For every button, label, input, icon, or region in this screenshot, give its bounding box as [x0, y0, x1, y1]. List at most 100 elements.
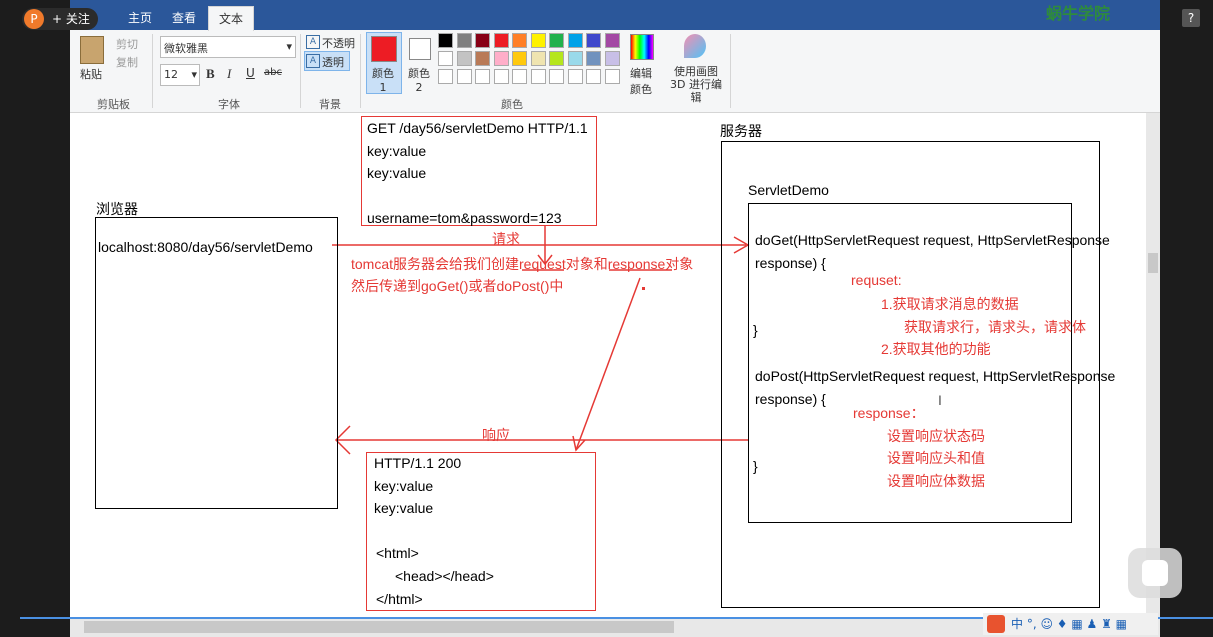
- tomcat-note-line1: tomcat服务器会给我们创建request对象和response对象: [351, 256, 694, 272]
- palette-swatch[interactable]: [456, 51, 472, 66]
- browser-label: 浏览器: [96, 201, 138, 217]
- transparent-option-highlight[interactable]: [304, 51, 350, 71]
- edit-colors-button[interactable]: 编辑颜色: [630, 67, 652, 96]
- palette-swatch[interactable]: [604, 69, 620, 84]
- brace-close: }: [753, 322, 758, 338]
- palette-swatch[interactable]: [493, 51, 509, 66]
- response-title: response：: [853, 405, 925, 421]
- font-family-select[interactable]: 微软雅黑 ▾: [160, 36, 296, 58]
- servlet-box: [748, 203, 1072, 523]
- cut-button[interactable]: 剪切: [116, 38, 138, 51]
- palette-swatch[interactable]: [493, 33, 509, 48]
- clipboard-group-label: 剪贴板: [97, 98, 130, 111]
- response-status-line: HTTP/1.1 200: [374, 455, 462, 471]
- divider: [152, 34, 153, 108]
- palette-swatch[interactable]: [530, 51, 546, 66]
- browser-url: localhost:8080/day56/servletDemo: [98, 239, 313, 255]
- video-progress-bar[interactable]: [20, 617, 1213, 619]
- server-box: [721, 141, 1100, 608]
- request-header: key:value: [367, 143, 427, 159]
- response-arrow-label: 响应: [482, 427, 510, 443]
- response-arrowhead: [334, 425, 351, 455]
- response-body-line: </html>: [376, 591, 423, 607]
- palette-swatch[interactable]: [438, 33, 453, 48]
- sogou-icon[interactable]: [987, 615, 1005, 633]
- transparent-icon: A: [306, 54, 320, 68]
- response-header: key:value: [374, 478, 434, 494]
- palette-swatch[interactable]: [567, 33, 583, 48]
- palette-swatch[interactable]: [438, 51, 453, 66]
- color2-swatch[interactable]: [409, 38, 431, 60]
- palette-swatch[interactable]: [530, 33, 546, 48]
- doget-signature-1: doGet(HttpServletRequest request, HttpSe…: [755, 232, 1110, 248]
- http-response-box: [366, 452, 596, 611]
- paste-button[interactable]: 粘贴: [80, 68, 102, 81]
- palette-swatch[interactable]: [567, 69, 583, 84]
- paint3d-icon[interactable]: [684, 34, 706, 58]
- right-dark-frame: [1160, 0, 1213, 637]
- color2-label: 颜色 2: [408, 67, 430, 94]
- scrollbar-thumb[interactable]: [1148, 253, 1158, 273]
- doget-signature-2: response) {: [755, 255, 826, 271]
- tab-home[interactable]: 主页: [128, 11, 153, 25]
- divider: [300, 34, 301, 108]
- horizontal-scrollbar[interactable]: [70, 617, 1160, 637]
- opaque-option[interactable]: 不透明: [322, 37, 355, 50]
- request-title: requset:: [851, 272, 902, 288]
- edit-colors-icon[interactable]: [630, 34, 654, 60]
- chevron-down-icon: ▾: [191, 68, 197, 81]
- copy-button[interactable]: 复制: [116, 56, 138, 69]
- palette-swatch[interactable]: [438, 69, 453, 84]
- response-header: key:value: [374, 500, 434, 516]
- palette-swatch[interactable]: [493, 69, 509, 84]
- help-icon[interactable]: ?: [1182, 9, 1200, 27]
- transparent-option[interactable]: 透明: [322, 56, 344, 69]
- font-size-select[interactable]: 12 ▾: [160, 64, 200, 86]
- tab-view[interactable]: 查看: [172, 11, 197, 25]
- palette-swatch[interactable]: [512, 69, 527, 84]
- strikethrough-button[interactable]: abc: [264, 67, 282, 78]
- palette-swatch[interactable]: [456, 33, 472, 48]
- palette-swatch[interactable]: [549, 69, 564, 84]
- palette-swatch[interactable]: [475, 51, 490, 66]
- palette-swatch[interactable]: [512, 33, 527, 48]
- palette-swatch[interactable]: [604, 33, 620, 48]
- paste-icon[interactable]: [80, 36, 104, 64]
- background-group-label: 背景: [319, 98, 341, 111]
- scrollbar-thumb[interactable]: [84, 621, 674, 633]
- response-item: 设置响应状态码: [887, 428, 985, 444]
- palette-swatch[interactable]: [475, 33, 490, 48]
- italic-button[interactable]: I: [227, 66, 232, 81]
- bold-button[interactable]: B: [206, 66, 215, 81]
- ime-toolbar[interactable]: 中 °, ☺ ♦ ▦ ♟ ♜ ▦: [983, 613, 1158, 635]
- paint3d-button[interactable]: 使用画图 3D 进行编辑: [670, 65, 722, 104]
- divider: [360, 34, 361, 108]
- vertical-scrollbar[interactable]: [1146, 113, 1160, 617]
- request-item: 2.获取其他的功能: [881, 341, 991, 357]
- avatar[interactable]: P: [24, 9, 44, 29]
- tomcat-note-line2: 然后传递到goGet()或者doPost()中: [351, 278, 564, 294]
- palette-swatch[interactable]: [530, 69, 546, 84]
- request-arrow-label: 请求: [492, 231, 520, 247]
- request-body: username=tom&password=123: [367, 210, 562, 226]
- palette-swatch[interactable]: [549, 51, 564, 66]
- palette-swatch[interactable]: [475, 69, 490, 84]
- ime-status-icons: 中 °, ☺ ♦ ▦ ♟ ♜ ▦: [1011, 617, 1127, 631]
- palette-swatch[interactable]: [586, 69, 601, 84]
- left-dark-frame: [0, 0, 70, 637]
- http-request-box: [361, 116, 597, 226]
- request-header: key:value: [367, 165, 427, 181]
- palette-swatch[interactable]: [512, 51, 527, 66]
- tab-text[interactable]: 文本: [208, 6, 255, 31]
- palette-swatch[interactable]: [456, 69, 472, 84]
- palette-swatch[interactable]: [567, 51, 583, 66]
- play-button[interactable]: [1128, 548, 1182, 598]
- palette-swatch[interactable]: [549, 33, 564, 48]
- palette-swatch[interactable]: [604, 51, 620, 66]
- underline-button[interactable]: U: [246, 66, 255, 80]
- palette-swatch[interactable]: [586, 51, 601, 66]
- opaque-icon: A: [306, 35, 320, 49]
- palette-swatch[interactable]: [586, 33, 601, 48]
- response-body-line: <html>: [376, 545, 419, 561]
